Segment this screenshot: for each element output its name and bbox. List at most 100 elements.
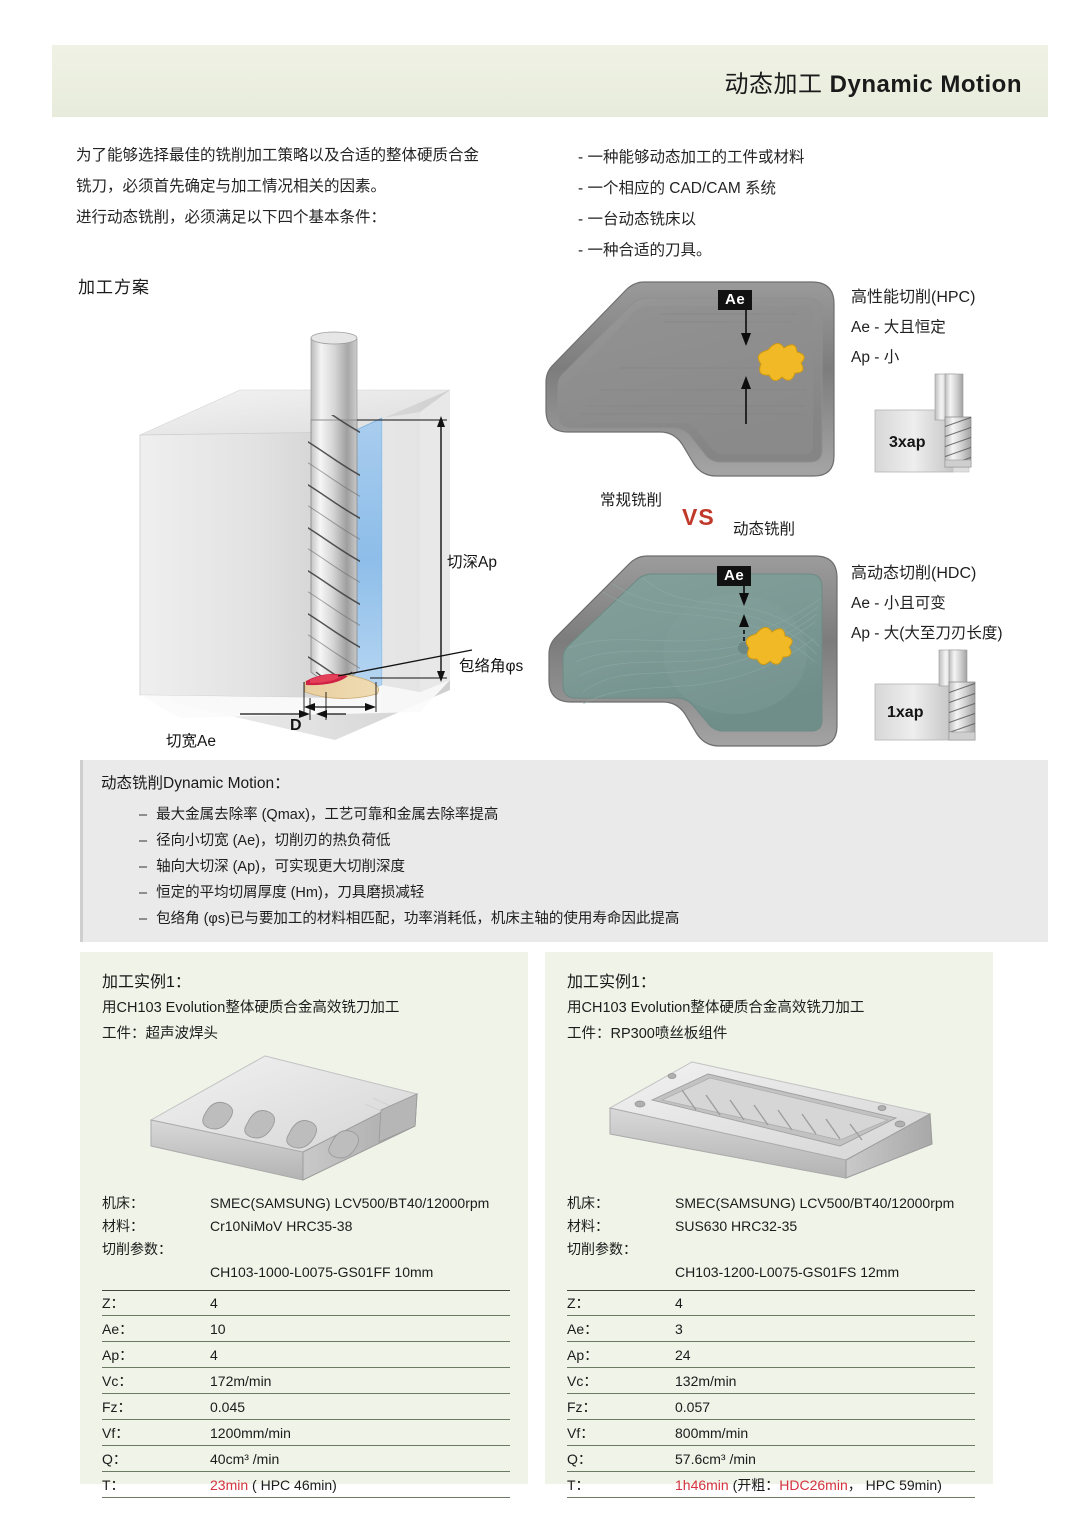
spec-key: 机床：: [567, 1195, 609, 1211]
case-title: 加工实例1：: [567, 974, 656, 991]
page-title: 动态加工 Dynamic Motion: [724, 64, 1048, 99]
intro-left-line-3: 进行动态铣削，必须满足以下四个基本条件：: [76, 209, 387, 226]
table-row: Fz： 0.045: [102, 1394, 510, 1420]
param-key: Ap：: [102, 1346, 134, 1363]
table-row: Ae： 10: [102, 1316, 510, 1342]
spec-value: SMEC(SAMSUNG) LCV500/BT40/12000rpm: [210, 1195, 490, 1211]
hdc-ae-line: Ae - 小且可变: [851, 595, 946, 612]
intro-left-line-1: 为了能够选择最佳的铣削加工策略以及合适的整体硬质合金: [76, 147, 480, 164]
vs-separator: VS: [682, 504, 715, 530]
param-key: Z：: [567, 1295, 590, 1311]
case-subtitle: 用CH103 Evolution整体硬质合金高效铣刀加工: [567, 1000, 865, 1016]
param-key: Fz：: [102, 1398, 132, 1415]
dynamic-motion-benefits-box: 动态铣削Dynamic Motion： – 最大金属去除率 (Qmax)，工艺可…: [80, 760, 1048, 942]
case-tool-code: CH103-1000-L0075-GS01FF 10mm: [210, 1264, 434, 1280]
benefit-item: – 径向小切宽 (Ae)，切削刃的热负荷低: [139, 828, 679, 854]
requirement-item-2: - 一个相应的 CAD/CAM 系统: [578, 180, 777, 197]
workpiece-photo-sonotrode: [135, 1048, 485, 1188]
vs-label-conventional: 常规铣削: [600, 492, 663, 509]
table-row: Q： 57.6cm³ /min: [567, 1446, 975, 1472]
param-value-highlight: 1h46min: [675, 1476, 729, 1493]
cutting-parameter-table-left: Z： 4 Ae： 10 Ap： 4 Vc： 172m/min Fz： 0.045…: [102, 1290, 510, 1498]
ae-tag-hdc: Ae: [717, 566, 752, 586]
hdc-description: 高动态切削(HDC) Ae - 小且可变 Ap - 大(大至刀刃长度): [851, 559, 1003, 649]
param-key: Ae：: [567, 1320, 599, 1337]
intro-paragraph-left: 为了能够选择最佳的铣削加工策略以及合适的整体硬质合金 铣刀，必须首先确定与加工情…: [76, 140, 546, 233]
param-value-mid: (开粗：: [728, 1476, 780, 1493]
benefit-item: – 恒定的平均切屑厚度 (Hm)，刀具磨损减轻: [139, 880, 679, 906]
hpc-ap-line: Ap - 小: [851, 349, 900, 366]
benefit-item: – 最大金属去除率 (Qmax)，工艺可靠和金属去除率提高: [139, 802, 679, 828]
benefit-text: 径向小切宽 (Ae)，切削刃的热负荷低: [156, 833, 391, 849]
hdc-ap-line: Ap - 大(大至刀刃长度): [851, 625, 1003, 642]
param-value-time: 1h46min (开粗：HDC26min， HPC 59min): [675, 1475, 975, 1495]
comparison-vs-block: 常规铣削 VS 动态铣削: [600, 488, 840, 543]
param-key: Z：: [102, 1295, 125, 1311]
table-row: Q： 40cm³ /min: [102, 1446, 510, 1472]
page-title-en: Dynamic Motion: [829, 70, 1022, 98]
param-key: T：: [102, 1476, 125, 1493]
table-row: Z： 4: [102, 1290, 510, 1316]
param-value-highlight-2: HDC26min: [779, 1476, 848, 1493]
hpc-ae-line: Ae - 大且恒定: [851, 319, 946, 336]
param-key: Q：: [102, 1450, 127, 1467]
benefit-text: 恒定的平均切屑厚度 (Hm)，刀具磨损减轻: [156, 885, 425, 901]
case-spec-list: 机床： SMEC(SAMSUNG) LCV500/BT40/12000rpm 材…: [102, 1192, 510, 1261]
hpc-title: 高性能切削(HPC): [851, 289, 976, 306]
spec-row: 机床： SMEC(SAMSUNG) LCV500/BT40/12000rpm: [567, 1192, 975, 1215]
benefit-text: 最大金属去除率 (Qmax)，工艺可靠和金属去除率提高: [156, 807, 499, 823]
benefit-dash: –: [139, 807, 148, 823]
requirement-item-3: - 一台动态铣床以: [578, 211, 696, 228]
label-cut-width-ae: 切宽Ae: [166, 733, 216, 750]
inset-tag-3xap: 3xap: [889, 434, 926, 451]
hdc-title: 高动态切削(HDC): [851, 565, 977, 582]
label-diameter-d: D: [290, 717, 302, 734]
table-row: Fz： 0.057: [567, 1394, 975, 1420]
table-row: Ap： 24: [567, 1342, 975, 1368]
param-value: 172m/min: [210, 1372, 272, 1389]
table-row: T： 23min ( HPC 46min): [102, 1472, 510, 1498]
section-heading-machining-plan: 加工方案: [78, 278, 150, 297]
table-row: Vf： 800mm/min: [567, 1420, 975, 1446]
label-cut-depth-ap: 切深Ap: [447, 554, 497, 571]
param-key: Vf：: [102, 1424, 130, 1441]
pocket-diagram-hdc: Ae: [543, 552, 843, 752]
case-study-card-right: 加工实例1： 用CH103 Evolution整体硬质合金高效铣刀加工 工件：R…: [545, 952, 993, 1498]
param-value: 10: [210, 1320, 226, 1337]
param-value: 132m/min: [675, 1372, 737, 1389]
benefit-text: 轴向大切深 (Ap)，可实现更大切削深度: [156, 859, 405, 875]
inset-tag-1xap: 1xap: [887, 704, 924, 721]
benefit-item: – 轴向大切深 (Ap)，可实现更大切削深度: [139, 854, 679, 880]
case-workpiece: 工件：RP300喷丝板组件: [567, 1026, 728, 1042]
case-subtitle: 用CH103 Evolution整体硬质合金高效铣刀加工: [102, 1000, 400, 1016]
requirement-item-1: - 一种能够动态加工的工件或材料: [578, 149, 805, 166]
spec-key: 切削参数：: [102, 1241, 172, 1257]
tool-engagement-inset-hdc: 1xap: [873, 642, 1053, 750]
spec-row: 切削参数：: [567, 1238, 975, 1261]
spec-value: Cr10NiMoV HRC35-38: [210, 1218, 353, 1234]
param-key: Vf：: [567, 1424, 595, 1441]
param-value-rest: ， HPC 59min): [847, 1476, 942, 1493]
param-value-time: 23min ( HPC 46min): [210, 1477, 510, 1493]
case-title: 加工实例1：: [102, 974, 191, 991]
param-key: Vc：: [102, 1372, 133, 1389]
param-value: 40cm³ /min: [210, 1450, 280, 1467]
param-value: 800mm/min: [675, 1424, 749, 1441]
page-title-cn: 动态加工: [724, 70, 823, 98]
benefit-item: – 包络角 (φs)已与要加工的材料相匹配，功率消耗低，机床主轴的使用寿命因此提…: [139, 906, 679, 932]
requirement-item-4: - 一种合适的刀具。: [578, 242, 712, 259]
table-row: Vc： 132m/min: [567, 1368, 975, 1394]
param-value: 0.045: [210, 1398, 246, 1415]
spec-key: 机床：: [102, 1195, 144, 1211]
table-row: Z： 4: [567, 1290, 975, 1316]
benefit-dash: –: [139, 911, 148, 927]
table-row: Ap： 4: [102, 1342, 510, 1368]
label-engagement-angle: 包络角φs: [459, 658, 524, 675]
spec-row: 材料： Cr10NiMoV HRC35-38: [102, 1215, 510, 1238]
case-tool-code: CH103-1200-L0075-GS01FS 12mm: [675, 1264, 900, 1280]
spec-row: 切削参数：: [102, 1238, 510, 1261]
param-key: Ap：: [567, 1346, 599, 1363]
param-key: Vc：: [567, 1372, 598, 1389]
param-key: T：: [567, 1476, 590, 1493]
param-value-highlight: 23min: [210, 1476, 249, 1493]
